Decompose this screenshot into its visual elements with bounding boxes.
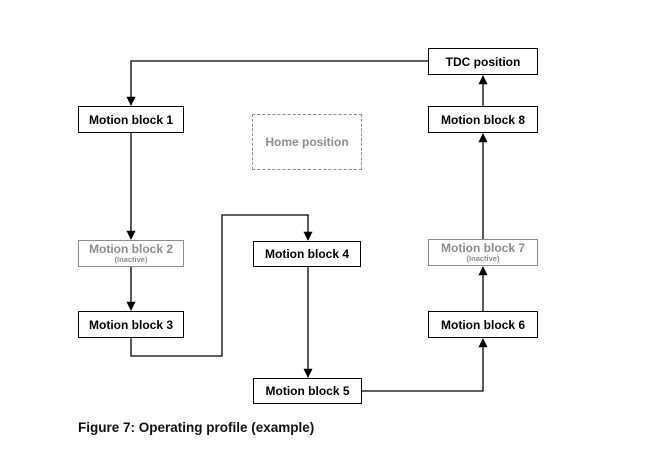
node-label-motion-block-4: Motion block 4 [265, 247, 349, 261]
node-label-motion-block-1: Motion block 1 [89, 112, 173, 127]
node-motion-block-8: Motion block 8 [428, 106, 538, 133]
node-label-motion-block-5: Motion block 5 [265, 384, 350, 398]
node-label-motion-block-2: Motion block 2 [89, 242, 173, 257]
edge-tdc-position-to-motion-block-1 [126, 60, 428, 106]
edge-motion-block-3-to-motion-block-4 [130, 214, 313, 357]
figure-caption: Figure 7: Operating profile (example) [78, 420, 315, 435]
node-label-motion-block-6: Motion block 6 [441, 317, 525, 332]
node-motion-block-4: Motion block 4 [253, 241, 361, 267]
node-label-motion-block-8: Motion block 8 [441, 112, 525, 127]
node-motion-block-6: Motion block 6 [428, 311, 538, 338]
node-motion-block-7: Motion block 7(Inactive) [428, 239, 538, 266]
edge-motion-block-5-to-motion-block-6 [362, 338, 488, 392]
node-label-motion-block-7: Motion block 7 [441, 241, 525, 256]
node-label-motion-block-3: Motion block 3 [89, 317, 173, 332]
node-tdc-position: TDC position [428, 48, 538, 75]
node-label-home-position: Home position [265, 135, 349, 149]
node-motion-block-5: Motion block 5 [253, 378, 362, 404]
node-sublabel-motion-block-7: (Inactive) [466, 254, 500, 264]
node-home-position: Home position [252, 114, 362, 170]
node-sublabel-motion-block-2: (Inactive) [114, 255, 148, 265]
node-motion-block-1: Motion block 1 [78, 106, 184, 133]
node-motion-block-3: Motion block 3 [78, 311, 184, 338]
node-motion-block-2: Motion block 2(Inactive) [78, 240, 184, 267]
node-label-tdc-position: TDC position [445, 54, 521, 69]
